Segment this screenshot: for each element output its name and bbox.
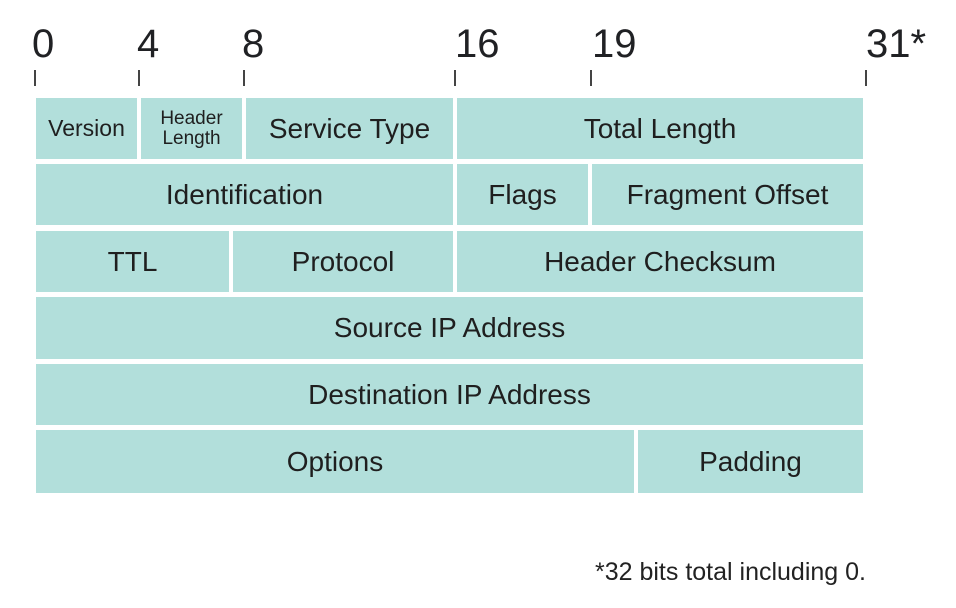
header-length-line2: Length [162, 127, 221, 149]
field-identification: Identification [36, 164, 453, 225]
tick-16 [454, 70, 456, 86]
field-protocol: Protocol [233, 231, 453, 292]
bit-label-4: 4 [137, 22, 160, 66]
tick-19 [590, 70, 592, 86]
field-ttl: TTL [36, 231, 229, 292]
bit-label-16: 16 [455, 22, 500, 66]
bit-label-0: 0 [32, 22, 55, 66]
field-header-length: Header Length [141, 98, 242, 159]
field-source-ip: Source IP Address [36, 297, 863, 359]
field-flags: Flags [457, 164, 588, 225]
bit-label-31: 31* [866, 22, 927, 66]
tick-4 [138, 70, 140, 86]
field-options: Options [36, 430, 634, 493]
field-padding: Padding [638, 430, 863, 493]
bit-label-19: 19 [592, 22, 637, 66]
header-length-line1: Header [160, 107, 223, 129]
field-version: Version [36, 98, 137, 159]
bit-label-8: 8 [242, 22, 265, 66]
tick-0 [34, 70, 36, 86]
field-service-type: Service Type [246, 98, 453, 159]
tick-8 [243, 70, 245, 86]
field-fragment-offset: Fragment Offset [592, 164, 863, 225]
field-header-checksum: Header Checksum [457, 231, 863, 292]
footnote: *32 bits total including 0. [594, 558, 866, 586]
tick-31 [865, 70, 867, 86]
field-total-length: Total Length [457, 98, 863, 159]
field-destination-ip: Destination IP Address [36, 364, 863, 425]
